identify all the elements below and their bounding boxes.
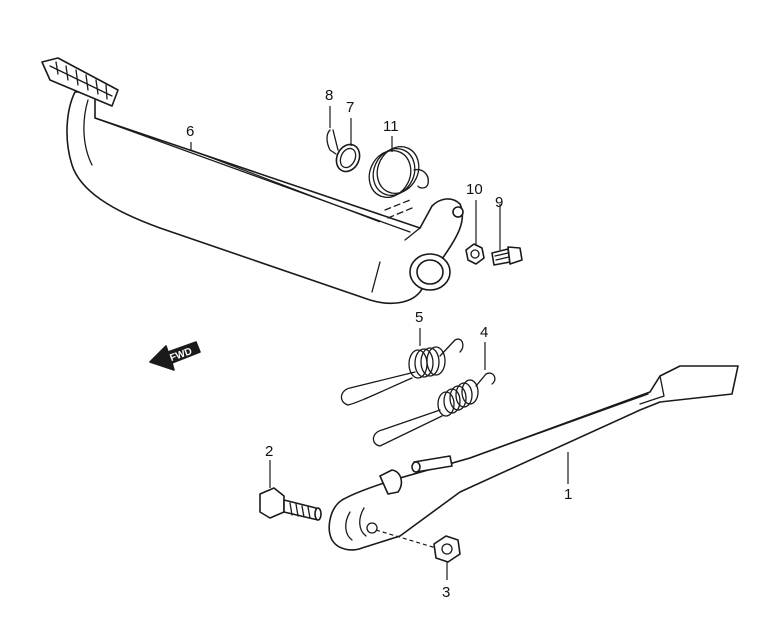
callout-4: 4	[480, 324, 488, 341]
part-7-washer	[335, 143, 361, 173]
part-3-nut	[433, 535, 461, 563]
callout-10: 10	[466, 181, 483, 198]
callout-1: 1	[564, 486, 572, 503]
part-11-return-spring	[368, 146, 429, 198]
part-8-cotter-pin	[326, 129, 339, 155]
callout-9: 9	[495, 194, 503, 211]
part-5-spring	[340, 338, 464, 406]
callout-2: 2	[265, 443, 273, 460]
fwd-direction-badge: FWD	[149, 341, 201, 371]
part-10-nut	[465, 243, 485, 265]
callout-11: 11	[383, 118, 399, 135]
callout-6: 6	[186, 123, 194, 140]
part-4-spring	[372, 372, 496, 447]
fwd-label: FWD	[169, 346, 194, 364]
part-6-brake-pedal	[41, 57, 464, 305]
callout-numbers: 6 8 7 11 10 9 5 4 1 2 3	[186, 87, 572, 601]
part-1-side-stand	[328, 365, 739, 551]
part-9-bolt	[491, 246, 523, 266]
part-2-pivot-bolt	[259, 487, 322, 521]
callout-5: 5	[415, 309, 423, 326]
callout-7: 7	[346, 99, 354, 116]
callout-8: 8	[325, 87, 333, 104]
leader-lines	[190, 106, 569, 580]
callout-3: 3	[442, 584, 450, 601]
